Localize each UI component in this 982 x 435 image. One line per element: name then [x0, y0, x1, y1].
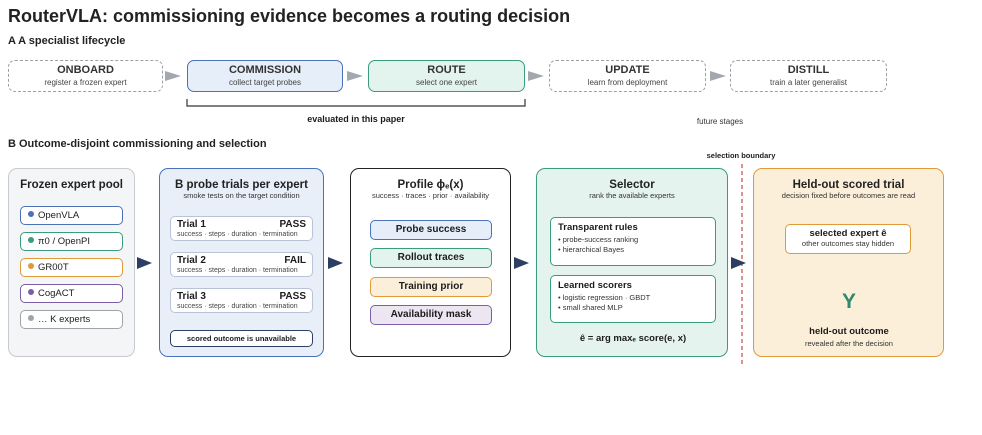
feature-availability-mask: Availability mask — [370, 305, 492, 325]
expert-dot — [28, 237, 34, 244]
profile-subtitle: success · traces · prior · availability — [371, 191, 490, 200]
learned-scorers-box: Learned scorers • logistic regression · … — [550, 275, 716, 323]
stage-onboard: ONBOARD register a frozen expert — [8, 60, 163, 92]
arrow-commission-route — [347, 71, 363, 81]
future-stages-label: future stages — [696, 117, 744, 126]
trial-card: Trial 3 PASS success · steps · duration … — [170, 288, 313, 313]
stage-distill: DISTILL train a later generalist — [730, 60, 887, 92]
rule-item: • hierarchical Bayes — [558, 245, 624, 254]
expert-dot — [28, 315, 34, 322]
probe-trials-subtitle: smoke tests on the target condition — [183, 191, 300, 200]
expert-pill-cogact: CogACT — [20, 284, 123, 303]
trial-meta: success · steps · duration · termination — [177, 231, 298, 238]
expert-dot — [28, 289, 34, 296]
expert-dot — [28, 263, 34, 270]
section-b-label: B Outcome-disjoint commissioning and sel… — [8, 138, 267, 150]
arrow-update-distill — [710, 71, 726, 81]
arrow-profile-selector — [514, 257, 529, 269]
transparent-rules-title: Transparent rules — [558, 222, 638, 233]
stage-commission-name: COMMISSION — [228, 64, 302, 76]
trial-card: Trial 2 FAIL success · steps · duration … — [170, 252, 313, 277]
trial-name: Trial 2 — [177, 255, 206, 266]
expert-pill-more: … K experts — [20, 310, 123, 329]
scored-outcome-unavailable-badge: scored outcome is unavailable — [170, 330, 313, 347]
evaluated-bracket — [186, 99, 526, 107]
trial-result: PASS — [279, 219, 307, 230]
stage-update: UPDATE learn from deployment — [549, 60, 706, 92]
heldout-title: Held-out scored trial — [792, 179, 905, 191]
expert-pill-gr00t: GR00T — [20, 258, 123, 277]
evaluated-label: evaluated in this paper — [307, 114, 405, 124]
arrow-probes-profile — [328, 257, 343, 269]
feature-training-prior: Training prior — [370, 277, 492, 297]
arrow-onboard-commission — [165, 71, 181, 81]
stage-update-name: UPDATE — [605, 64, 650, 76]
expert-name: … K experts — [38, 314, 91, 325]
stage-onboard-name: ONBOARD — [57, 64, 114, 76]
stage-distill-desc: train a later generalist — [770, 78, 847, 87]
expert-name: OpenVLA — [38, 210, 80, 221]
trial-result: FAIL — [284, 255, 306, 266]
trial-result: PASS — [279, 291, 307, 302]
stage-route-name: ROUTE — [427, 64, 466, 76]
probe-trials-panel: B probe trials per expert smoke tests on… — [159, 168, 324, 357]
arrow-route-update — [528, 71, 544, 81]
stage-route: ROUTE select one expert — [368, 60, 525, 92]
stage-onboard-desc: register a frozen expert — [44, 78, 127, 87]
expert-dot — [28, 211, 34, 218]
stage-distill-name: DISTILL — [787, 64, 830, 76]
scorer-item: • small shared MLP — [558, 303, 623, 312]
trial-name: Trial 1 — [177, 219, 206, 230]
trial-card: Trial 1 PASS success · steps · duration … — [170, 216, 313, 241]
trial-name: Trial 3 — [177, 291, 206, 302]
outcome-subtitle: revealed after the decision — [805, 339, 893, 348]
expert-name: GR00T — [38, 262, 69, 273]
scorer-item: • logistic regression · GBDT — [558, 293, 651, 302]
profile-title: Profile ϕₑ(x) — [397, 179, 464, 191]
selector-title: Selector — [609, 179, 655, 191]
heldout-subtitle: decision fixed before outcomes are read — [781, 191, 916, 200]
stage-commission: COMMISSION collect target probes — [187, 60, 343, 92]
learned-scorers-title: Learned scorers — [558, 280, 632, 291]
expert-pool-title: Frozen expert pool — [20, 179, 123, 191]
stage-update-desc: learn from deployment — [587, 78, 668, 87]
selector-formula: ê = arg maxₑ score(e, x) — [579, 333, 687, 344]
selection-boundary-label: selection boundary — [706, 151, 776, 160]
expert-name: CogACT — [38, 288, 75, 299]
expert-pill-openvla: OpenVLA — [20, 206, 123, 225]
heldout-panel: Held-out scored trial decision fixed bef… — [753, 168, 944, 357]
profile-panel: Profile ϕₑ(x) success · traces · prior ·… — [350, 168, 511, 357]
trial-meta: success · steps · duration · termination — [177, 267, 298, 274]
selector-subtitle: rank the available experts — [589, 191, 675, 200]
expert-name: π0 / OpenPI — [38, 236, 90, 247]
page-title: RouterVLA: commissioning evidence become… — [8, 6, 571, 26]
outcome-title: held-out outcome — [809, 326, 889, 337]
selector-panel: Selector rank the available experts Tran… — [536, 168, 728, 357]
stage-commission-desc: collect target probes — [228, 78, 302, 87]
flow-arrows — [137, 257, 746, 269]
feature-probe-success: Probe success — [370, 220, 492, 240]
lifecycle-connectors — [165, 71, 726, 107]
rule-item: • probe-success ranking — [558, 235, 639, 244]
feature-rollout-traces: Rollout traces — [370, 248, 492, 268]
stage-route-desc: select one expert — [416, 78, 477, 87]
expert-pill-openpi: π0 / OpenPI — [20, 232, 123, 251]
selected-expert-box: selected expert ê other outcomes stay hi… — [785, 224, 911, 254]
arrow-pool-probes — [137, 257, 152, 269]
probe-trials-title: B probe trials per expert — [175, 179, 308, 191]
selected-expert-title: selected expert ê — [809, 228, 887, 239]
expert-pool-panel: Frozen expert pool OpenVLA π0 / OpenPI G… — [8, 168, 135, 357]
transparent-rules-box: Transparent rules • probe-success rankin… — [550, 217, 716, 266]
outcome-symbol: Y — [841, 290, 856, 313]
trial-meta: success · steps · duration · termination — [177, 303, 298, 310]
selected-expert-subtitle: other outcomes stay hidden — [801, 239, 895, 248]
lifecycle-arrows — [165, 71, 726, 81]
section-a-label: A A specialist lifecycle — [8, 35, 126, 47]
arrow-selector-heldout — [731, 257, 746, 269]
